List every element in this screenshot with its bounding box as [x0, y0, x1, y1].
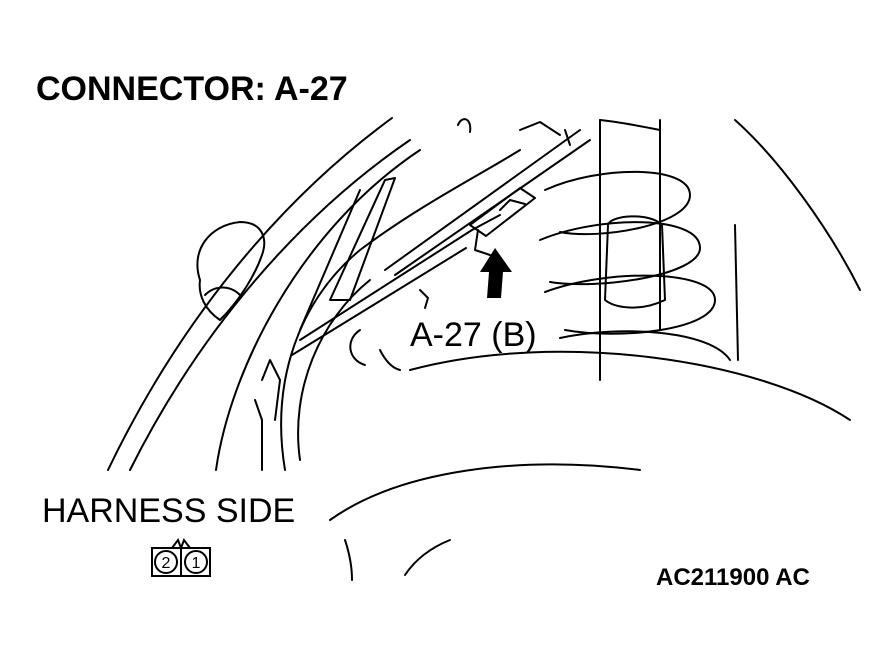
diagram-title: CONNECTOR: A-27 — [36, 70, 348, 108]
pin-1-label: 1 — [192, 555, 201, 572]
harness-side-label: HARNESS SIDE — [42, 492, 296, 530]
tire-arc-upper — [409, 350, 851, 421]
arrow-up-icon — [480, 248, 512, 298]
figure-code: AC211900 AC — [656, 564, 810, 591]
connector-face-icon: 2 1 — [151, 537, 211, 577]
pin-2-label: 2 — [162, 555, 171, 572]
connector-callout-label: A-27 (B) — [410, 316, 537, 354]
fender-line-outer — [107, 117, 393, 471]
tire-arc-lower — [329, 463, 641, 521]
